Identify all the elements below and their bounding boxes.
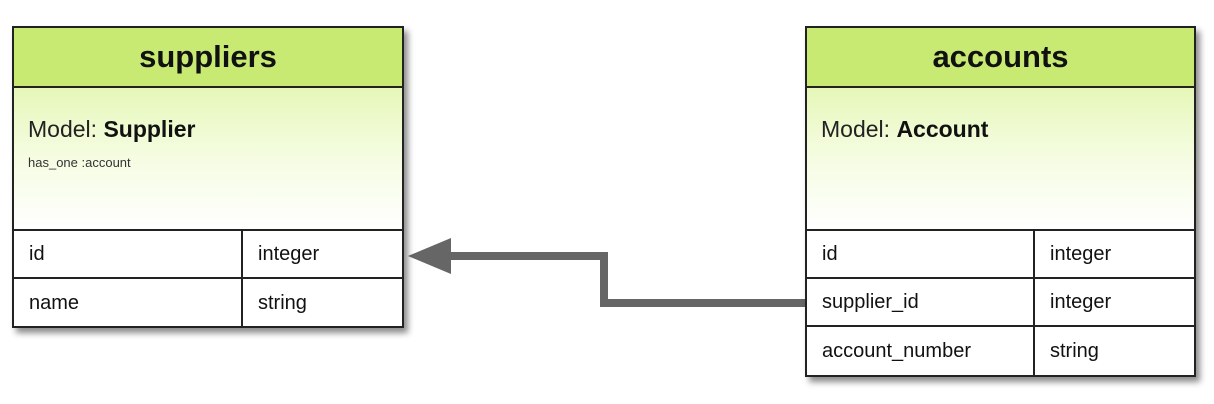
model-line: Model: Account: [821, 116, 1180, 143]
model-section: Model: Supplier has_one :account: [14, 88, 402, 231]
column-type: integer: [1050, 290, 1112, 313]
model-line: Model: Supplier: [28, 116, 388, 143]
arrowhead-icon: [408, 238, 451, 274]
connector-line: [446, 252, 805, 307]
column-type: string: [1050, 339, 1099, 362]
column-name: account_number: [807, 327, 1035, 375]
table-title: accounts: [807, 28, 1194, 88]
column-type: integer: [258, 242, 320, 265]
column-type: string: [258, 291, 307, 314]
column-name: name: [14, 279, 243, 327]
association-label: has_one :account: [28, 155, 131, 170]
column-row: account_number string: [807, 327, 1194, 375]
column-row: name string: [14, 279, 402, 327]
column-name: id: [807, 231, 1035, 277]
model-name: Supplier: [103, 116, 196, 142]
model-label: Model:: [821, 116, 891, 142]
column-name: id: [14, 231, 243, 277]
suppliers-table[interactable]: suppliers Model: Supplier has_one :accou…: [12, 26, 404, 328]
model-name: Account: [896, 116, 989, 142]
table-title: suppliers: [14, 28, 402, 88]
column-type: integer: [1050, 242, 1112, 265]
column-row: id integer: [807, 231, 1194, 279]
column-row: supplier_id integer: [807, 279, 1194, 327]
accounts-table[interactable]: accounts Model: Account id integer suppl…: [805, 26, 1196, 377]
model-section: Model: Account: [807, 88, 1194, 231]
column-row: id integer: [14, 231, 402, 279]
column-name: supplier_id: [807, 279, 1035, 325]
model-label: Model:: [28, 116, 98, 142]
